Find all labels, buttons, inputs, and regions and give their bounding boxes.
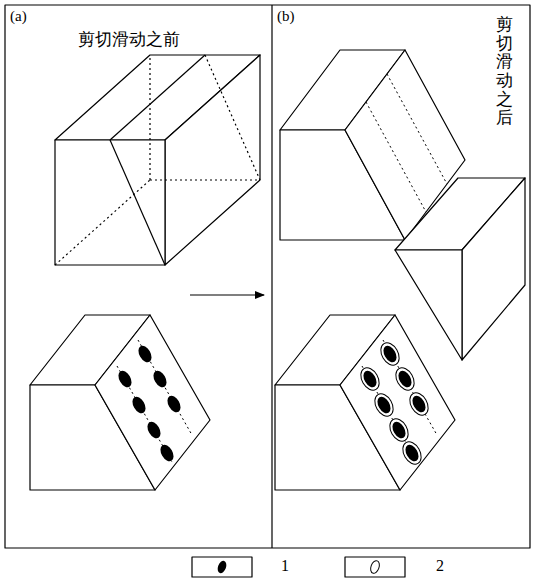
panel-divider: [271, 5, 272, 548]
lower-piece: [395, 178, 525, 360]
lower-block: [275, 315, 455, 490]
panel-title: 剪切滑动之前: [78, 28, 180, 51]
panel-title: 剪切滑动之后: [496, 16, 513, 128]
legend-number: 1: [281, 557, 289, 575]
panel-letter: (b): [277, 8, 295, 25]
legend-sample: [345, 557, 405, 577]
legend-sample: [192, 557, 252, 577]
transition-arrow: [190, 294, 264, 295]
frame: [5, 5, 530, 548]
lower-block: [30, 315, 210, 490]
legend-number: 2: [436, 557, 444, 575]
cube: [55, 55, 260, 265]
panel-letter: (a): [10, 8, 27, 25]
